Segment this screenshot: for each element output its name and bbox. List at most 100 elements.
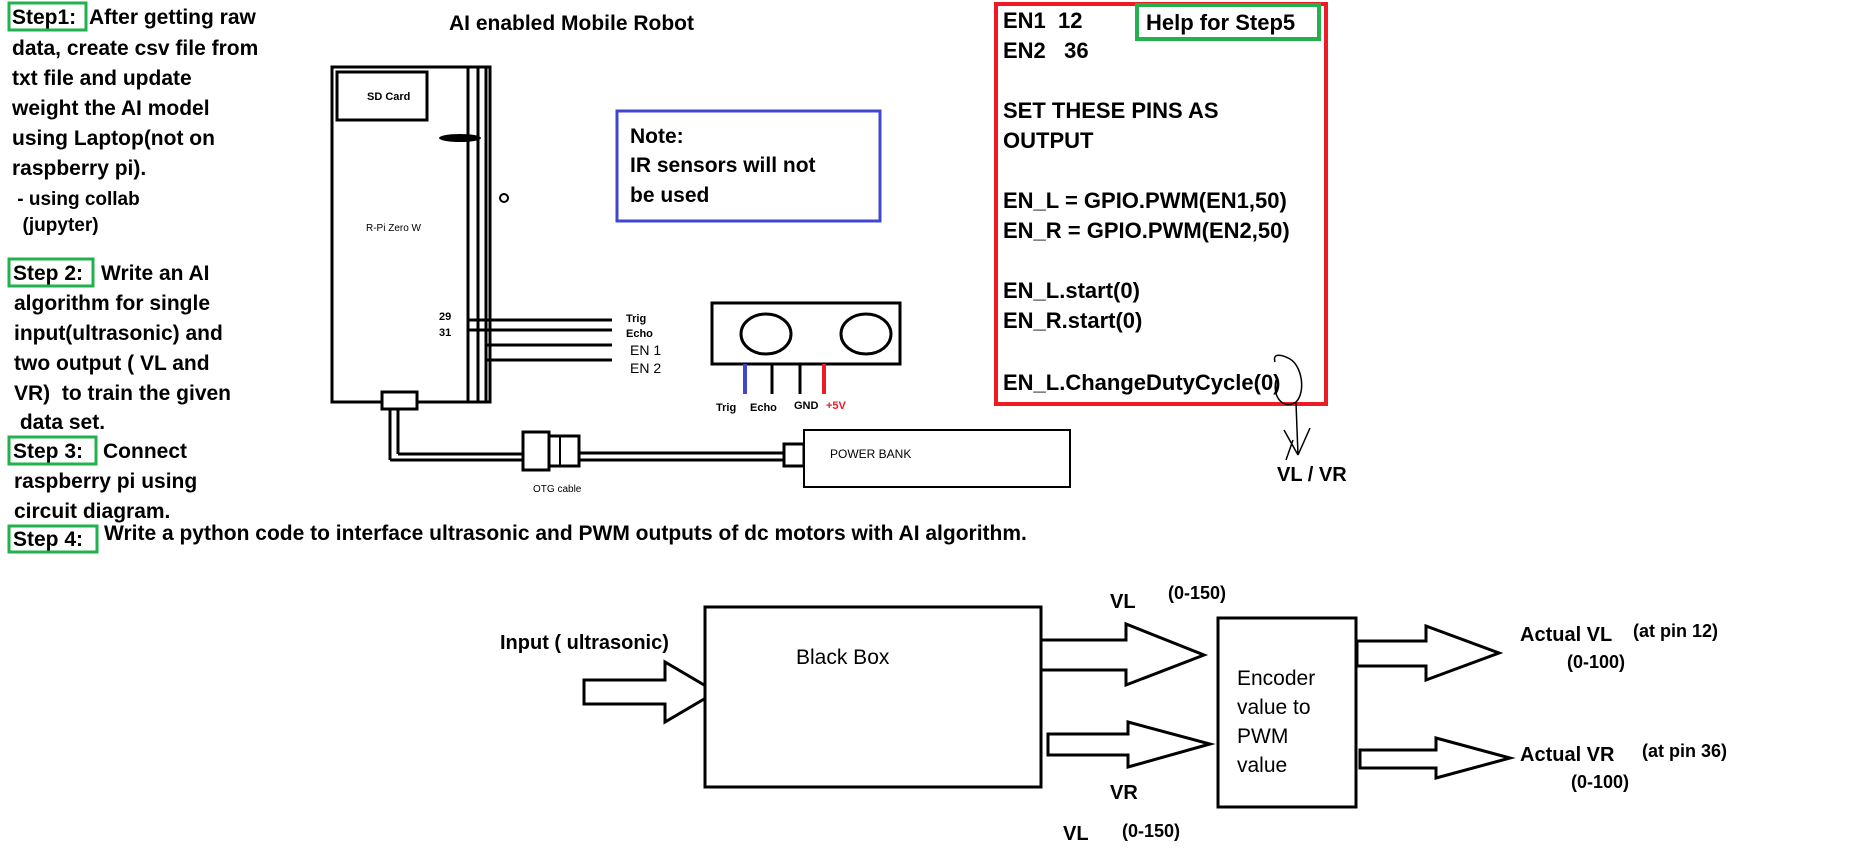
step-1-label-box <box>7 1 88 32</box>
wire-label-en1: EN 1 <box>630 342 661 358</box>
actual-vr-label: Actual VR <box>1520 744 1615 766</box>
encoder-line: value <box>1237 754 1287 777</box>
step-1-line: weight the AI model <box>11 97 210 120</box>
encoder-line: value to <box>1237 696 1311 719</box>
step-2-line: algorithm for single <box>14 292 210 315</box>
code-line: SET THESE PINS AS <box>1003 98 1219 123</box>
wire-label-en2: EN 2 <box>630 360 661 376</box>
vr-range: (0-150) <box>1122 821 1180 841</box>
step-2-line: input(ultrasonic) and <box>14 322 223 345</box>
wire-label-echo: Echo <box>626 328 653 340</box>
handdrawn-arrow <box>1283 402 1311 461</box>
step-1-line: using Laptop(not on <box>12 127 215 150</box>
step-4-label: Step 4: <box>13 528 83 551</box>
code-line: EN2 36 <box>1003 38 1089 63</box>
diagram-title: AI enabled Mobile Robot <box>449 12 694 35</box>
sensor-transducer-left <box>739 312 793 356</box>
black-box-label: Black Box <box>796 646 890 669</box>
board-name: R-Pi Zero W <box>366 223 422 234</box>
note-line: be used <box>630 184 709 207</box>
actual-vl-pin: (at pin 12) <box>1633 621 1718 641</box>
vr-bottom-label: VL <box>1063 823 1089 845</box>
power-connection: OTG cable POWER BANK <box>380 390 1071 495</box>
step-3-label: Step 3: <box>13 440 83 463</box>
ultrasonic-sensor: Trig Echo GND +5V <box>710 301 902 414</box>
sd-card-slot <box>335 70 429 122</box>
handdrawn-circle <box>1273 354 1303 406</box>
step-2-line: Write an AI <box>101 262 210 285</box>
step-2-label: Step 2: <box>13 262 83 285</box>
note-box: Note: IR sensors will not be used <box>615 109 882 223</box>
otg-plug <box>547 434 581 468</box>
step-1: Step1: After getting raw data, create cs… <box>7 1 258 236</box>
encoder-box <box>1216 616 1358 809</box>
actual-vr-range: (0-100) <box>1571 772 1629 792</box>
step-2-line: two output ( VL and <box>14 352 210 375</box>
step-4-line: Write a python code to interface ultraso… <box>104 522 1027 545</box>
power-bank <box>803 429 1071 488</box>
code-panel: Help for Step5 EN1 12 EN2 36 SET THESE P… <box>994 2 1347 486</box>
vr-arrow <box>1046 720 1216 769</box>
sd-card-label: SD Card <box>367 91 410 103</box>
sensor-pin-label-gnd: GND <box>794 400 819 412</box>
input-arrow <box>582 659 719 725</box>
step-3-line: raspberry pi using <box>14 470 197 493</box>
step-1-line: (jupyter) <box>12 215 99 236</box>
actual-vl-arrow <box>1355 623 1504 683</box>
actual-vl-label: Actual VL <box>1520 624 1612 646</box>
note-line: IR sensors will not <box>630 154 816 177</box>
sensor-pin-label-trig: Trig <box>716 402 736 414</box>
vl-arrow <box>1039 621 1209 688</box>
usb-connector <box>380 390 419 411</box>
step-2-label-box <box>7 257 95 288</box>
actual-vl-range: (0-100) <box>1567 652 1625 672</box>
raspberry-pi-board: SD Card R-Pi Zero W 29 31 <box>330 65 509 404</box>
note-border <box>615 109 882 223</box>
board-outline <box>330 65 492 404</box>
block-diagram: Input ( ultrasonic) Black Box VL (0-150)… <box>500 583 1727 845</box>
board-led <box>499 193 509 203</box>
gpio-wires: Trig Echo EN 1 EN 2 <box>468 313 661 376</box>
board-component <box>439 134 481 142</box>
power-bank-plug <box>782 442 806 468</box>
step-1-label: Step1: <box>12 6 76 29</box>
actual-vr-arrow <box>1358 736 1516 780</box>
code-line: EN_R = GPIO.PWM(EN2,50) <box>1003 218 1290 243</box>
vl-range: (0-150) <box>1168 583 1226 603</box>
step-4-label-box <box>7 524 99 554</box>
code-line: OUTPUT <box>1003 128 1094 153</box>
power-bank-label: POWER BANK <box>830 447 911 461</box>
sensor-pin-label-echo: Echo <box>750 402 777 414</box>
step-1-line: txt file and update <box>12 67 192 90</box>
black-box <box>703 605 1043 789</box>
vr-label: VR <box>1110 782 1138 804</box>
otg-label: OTG cable <box>533 484 582 495</box>
input-label: Input ( ultrasonic) <box>500 632 669 654</box>
step-3-line: circuit diagram. <box>14 500 170 523</box>
encoder-line: PWM <box>1237 725 1288 748</box>
step-3-line: Connect <box>103 440 187 463</box>
step-3-label-box <box>7 435 98 466</box>
code-line: EN_L.ChangeDutyCycle(0) <box>1003 370 1281 395</box>
pin-29-label: 29 <box>439 311 451 323</box>
step-1-line: After getting raw <box>89 6 257 29</box>
otg-adapter <box>521 430 551 472</box>
code-line: EN_L.start(0) <box>1003 278 1140 303</box>
step-3: Step 3: Connect raspberry pi using circu… <box>7 435 197 523</box>
code-line: EN1 12 <box>1003 8 1083 33</box>
step-2-line: VR) to train the given <box>14 382 231 405</box>
wire-label-trig: Trig <box>626 313 646 325</box>
vl-label: VL <box>1110 591 1136 613</box>
step-1-line: data, create csv file from <box>12 37 258 60</box>
encoder-line: Encoder <box>1237 667 1315 690</box>
step-1-line: - using collab <box>12 189 140 210</box>
note-line: Note: <box>630 125 684 148</box>
code-line: EN_L = GPIO.PWM(EN1,50) <box>1003 188 1287 213</box>
pin-31-label: 31 <box>439 327 451 339</box>
step-4: Step 4: Write a python code to interface… <box>7 522 1027 554</box>
step-1-line: raspberry pi). <box>12 157 146 180</box>
sensor-pin-label-vcc: +5V <box>826 400 847 412</box>
code-line: EN_R.start(0) <box>1003 308 1142 333</box>
step-2-line: data set. <box>14 411 105 434</box>
